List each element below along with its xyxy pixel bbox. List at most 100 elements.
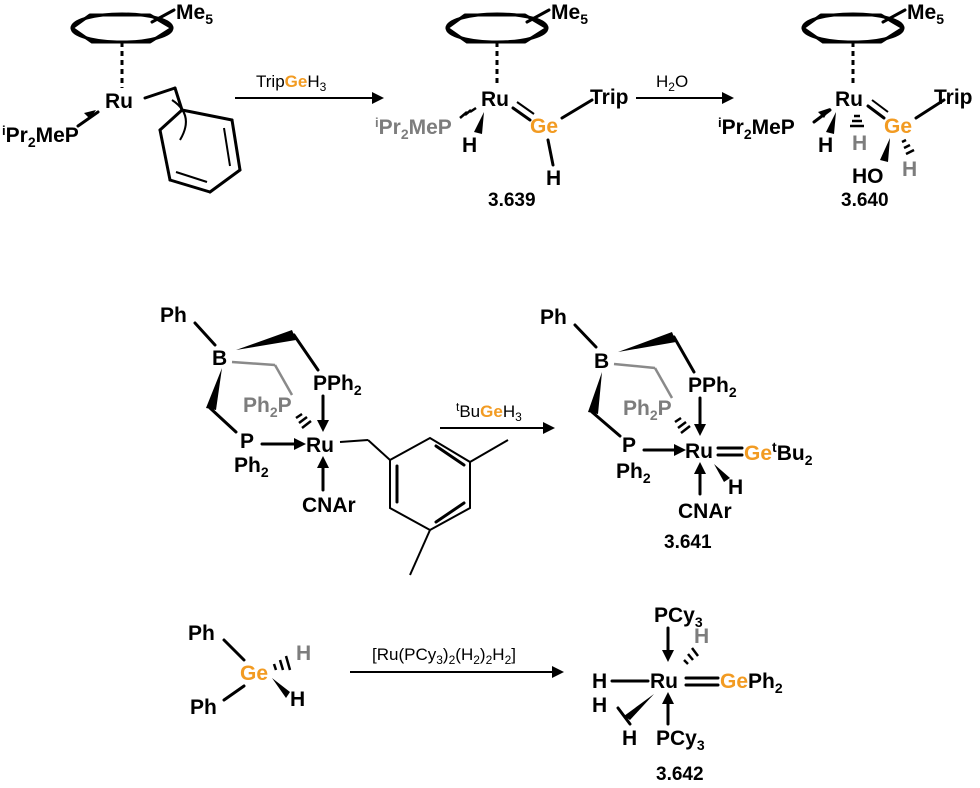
h-label-3b: H <box>852 132 867 155</box>
trip-label-3: Trip <box>934 86 973 109</box>
p-ru-arrow-5 <box>674 444 686 456</box>
cnar-ru-arrow-4 <box>317 456 329 468</box>
ru-label-5: Ru <box>685 440 713 463</box>
arrow-head-1 <box>84 110 96 119</box>
h-label-7a: H <box>694 625 709 648</box>
ph-label-6b: Ph <box>190 696 217 719</box>
ph-b-bond-4 <box>193 321 217 347</box>
h-label-2a: H <box>462 134 477 157</box>
phosphine-label-2: iPr2MeP <box>375 115 452 142</box>
hashed-bond-ru-h-7 <box>683 647 699 665</box>
ph2-label-5: Ph2 <box>616 460 651 486</box>
compound-label-3-642: 3.642 <box>656 764 704 785</box>
ph-label-4: Ph <box>160 304 187 327</box>
gray-bond-5a <box>613 362 656 370</box>
me5-label-2: Me5 <box>551 1 588 27</box>
ch2-p-bond-5b <box>590 410 622 438</box>
pcy3-ru-arrow-bottom <box>662 692 674 704</box>
cp-star-ring-2 <box>445 8 551 44</box>
phosphine-label-1: iPr2MeP <box>2 123 79 150</box>
ph2p-label-4: Ph2P <box>243 394 292 420</box>
wedge-ru-h-2 <box>474 112 484 134</box>
ge-label-3: Ge <box>884 115 912 138</box>
ph2p-label-5: Ph2P <box>623 397 672 423</box>
wedge-b-ch2-4b <box>206 368 222 410</box>
pcy3-label-top: PCy3 <box>654 604 703 630</box>
ph-ge-bond-6b <box>222 684 246 702</box>
phosphine-label-3: iPr2MeP <box>718 115 795 142</box>
ru-label-1: Ru <box>105 90 133 113</box>
compound-label-3-639: 3.639 <box>488 190 536 211</box>
h-label-3c: H <box>902 158 917 181</box>
h-label-3a: H <box>818 134 833 157</box>
pph2-ru-arrow-5 <box>694 424 706 436</box>
geph2-label-7: GePh2 <box>720 670 783 696</box>
ru-ge-double-1 <box>511 106 532 122</box>
ge-label-6: Ge <box>240 662 268 685</box>
ru-ge-double-2 <box>516 101 535 115</box>
reagent-trip-geh3: TripGeH3 <box>256 72 327 94</box>
wedge-ge-h-6 <box>272 678 290 698</box>
hashed-bond-p-ru-2 <box>459 106 477 119</box>
h-label-7c: H <box>592 694 607 717</box>
reagent-tbu-geh3: tBuGeH3 <box>456 400 522 424</box>
ru-label-2: Ru <box>481 88 509 111</box>
ph-ge-bond-6a <box>222 638 246 662</box>
wedge-ru-h2-7 <box>624 694 654 720</box>
h-h-bond-7 <box>616 706 632 726</box>
cnar-label-5: CNAr <box>678 500 732 523</box>
cnar-ru-arrow-5 <box>694 462 706 474</box>
gray-bond-4a <box>231 360 276 367</box>
pcy3-label-bottom: PCy3 <box>656 727 705 753</box>
ru-label-3: Ru <box>835 88 863 111</box>
ho-label-3: HO <box>852 165 884 188</box>
wedge-ge-oh-3 <box>880 138 890 162</box>
cyclohexadienyl-ring <box>143 86 242 194</box>
pcy3-ru-arrow-top <box>662 650 674 662</box>
pph2-label-4: PPh2 <box>313 372 362 398</box>
ph-label-6a: Ph <box>188 622 215 645</box>
cp-star-ring-1 <box>70 8 176 44</box>
p-ru-arrow-4 <box>294 438 306 450</box>
reaction-arrow-1-head <box>372 92 384 104</box>
ru-ge-double-3a <box>866 104 886 120</box>
reagent-ru-complex: [Ru(PCy3)2(H2)2H2] <box>372 645 516 667</box>
ge-h-bond-2 <box>546 138 555 167</box>
hashed-bond-ge-h-6 <box>272 655 292 671</box>
ru-label-4: Ru <box>306 434 334 457</box>
me5-label-1: Me5 <box>176 1 213 27</box>
ph-b-bond-5 <box>573 323 598 349</box>
wedge-ru-h-5 <box>714 464 730 482</box>
compound-label-3-641: 3.641 <box>664 532 712 553</box>
pph2-ru-arrow-4 <box>317 420 329 432</box>
reaction-arrow-4-head <box>552 666 564 678</box>
h-label-6a: H <box>296 642 311 665</box>
ru-ge-double-3b <box>871 99 889 113</box>
p-label-4: P <box>240 430 254 453</box>
cp-star-ring-3 <box>801 8 907 44</box>
gray-bond-5b <box>653 367 674 399</box>
b-label-4: B <box>212 347 227 370</box>
ch2-p-bond-4a <box>292 333 320 372</box>
pph2-label-5: PPh2 <box>688 374 737 400</box>
ch2-p-bond-5a <box>672 335 696 374</box>
benzyl-group <box>339 436 509 576</box>
wedge-b-ch2-5b <box>588 372 602 414</box>
ge-trip-bond-3 <box>914 98 946 120</box>
ge-trip-bond-2 <box>560 98 594 120</box>
hashed-bond-ph2p-ru-4 <box>295 412 312 429</box>
gray-bond-4b <box>273 364 294 396</box>
hashed-bond-ru-h-3 <box>850 114 864 128</box>
arrow-head-3 <box>818 108 830 118</box>
ge-tbu2-label-5: GetBu2 <box>744 439 813 468</box>
ph2-label-4: Ph2 <box>234 454 269 480</box>
wedge-b-ch2-4 <box>236 330 296 350</box>
me5-label-3: Me5 <box>907 1 944 27</box>
p-label-5: P <box>622 434 636 457</box>
reagent-water: H2O <box>656 72 688 94</box>
wedge-ru-h-3 <box>826 112 836 134</box>
compound-label-3-640: 3.640 <box>841 190 889 211</box>
h-label-5: H <box>728 476 743 499</box>
p-ru-bond-1 <box>76 110 100 128</box>
